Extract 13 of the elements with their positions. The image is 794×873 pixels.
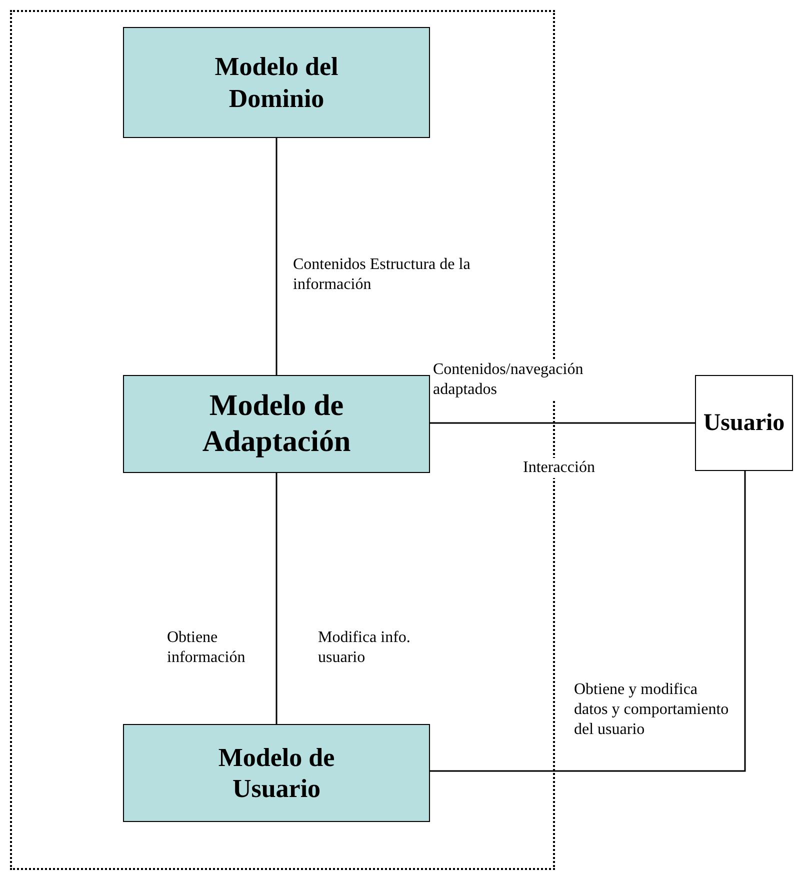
connector-line <box>276 473 278 724</box>
text-label: Interacción <box>523 458 595 478</box>
connector-line <box>276 138 278 375</box>
connector-line <box>430 422 695 424</box>
model-box <box>123 27 430 138</box>
model-box <box>123 724 430 822</box>
box-title: Modelo del Dominio <box>214 51 340 114</box>
box-title: Modelo de Usuario <box>217 742 336 804</box>
box-title: Modelo de Adaptación <box>201 388 352 460</box>
connector-line <box>430 471 746 772</box>
user-box <box>695 375 793 471</box>
box-title: Usuario <box>703 408 785 438</box>
model-box <box>123 375 430 473</box>
